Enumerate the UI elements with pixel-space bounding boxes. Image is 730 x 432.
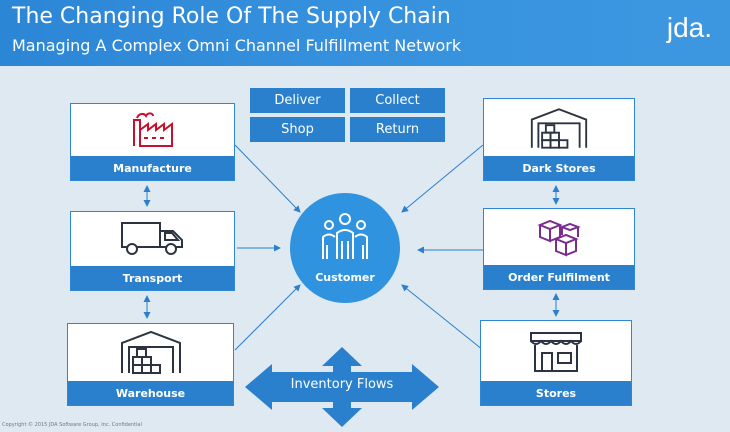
inventory-flows-arrow: Inventory Flows: [244, 346, 440, 428]
node-dark-stores: Dark Stores: [483, 98, 635, 181]
slide-subtitle: Managing A Complex Omni Channel Fulfillm…: [12, 36, 462, 55]
node-transport: Transport: [70, 211, 235, 291]
dark-stores-label: Dark Stores: [484, 156, 634, 180]
channel-deliver: Deliver: [250, 88, 345, 113]
customer-hub: Customer: [290, 193, 400, 303]
warehouse-icon: [68, 324, 233, 379]
slide-title: The Changing Role Of The Supply Chain: [12, 4, 451, 29]
factory-icon: [71, 104, 234, 154]
node-warehouse: Warehouse: [67, 323, 234, 406]
storefront-icon: [481, 321, 631, 381]
customers-icon: [290, 211, 400, 261]
inventory-flows-label: Inventory Flows: [290, 377, 394, 392]
copyright-footer: Copyright © 2015 JDA Software Group, Inc…: [2, 422, 142, 428]
four-way-arrow-icon: [245, 347, 439, 427]
boxes-icon: [484, 209, 634, 265]
jda-logo: jda.: [666, 12, 712, 43]
node-order-fulfilment: Order Fulfilment: [483, 208, 635, 290]
order-fulfilment-label: Order Fulfilment: [484, 265, 634, 289]
stores-label: Stores: [481, 381, 631, 405]
truck-icon: [71, 212, 234, 262]
channel-shop: Shop: [250, 117, 345, 142]
dark-store-icon: [484, 99, 634, 156]
node-manufacture: Manufacture: [70, 103, 235, 181]
header-bar: The Changing Role Of The Supply Chain Ma…: [0, 0, 730, 66]
channel-collect: Collect: [350, 88, 445, 113]
arrow-stores-customer: [401, 284, 484, 351]
transport-label: Transport: [71, 266, 234, 290]
arrow-darkstores-customer: [401, 144, 484, 213]
channel-return: Return: [350, 117, 445, 142]
manufacture-label: Manufacture: [71, 156, 234, 180]
arrow-warehouse-customer: [234, 284, 301, 351]
warehouse-label: Warehouse: [68, 381, 233, 405]
customer-label: Customer: [315, 271, 375, 284]
node-stores: Stores: [480, 320, 632, 406]
arrow-manufacture-customer: [234, 144, 301, 213]
